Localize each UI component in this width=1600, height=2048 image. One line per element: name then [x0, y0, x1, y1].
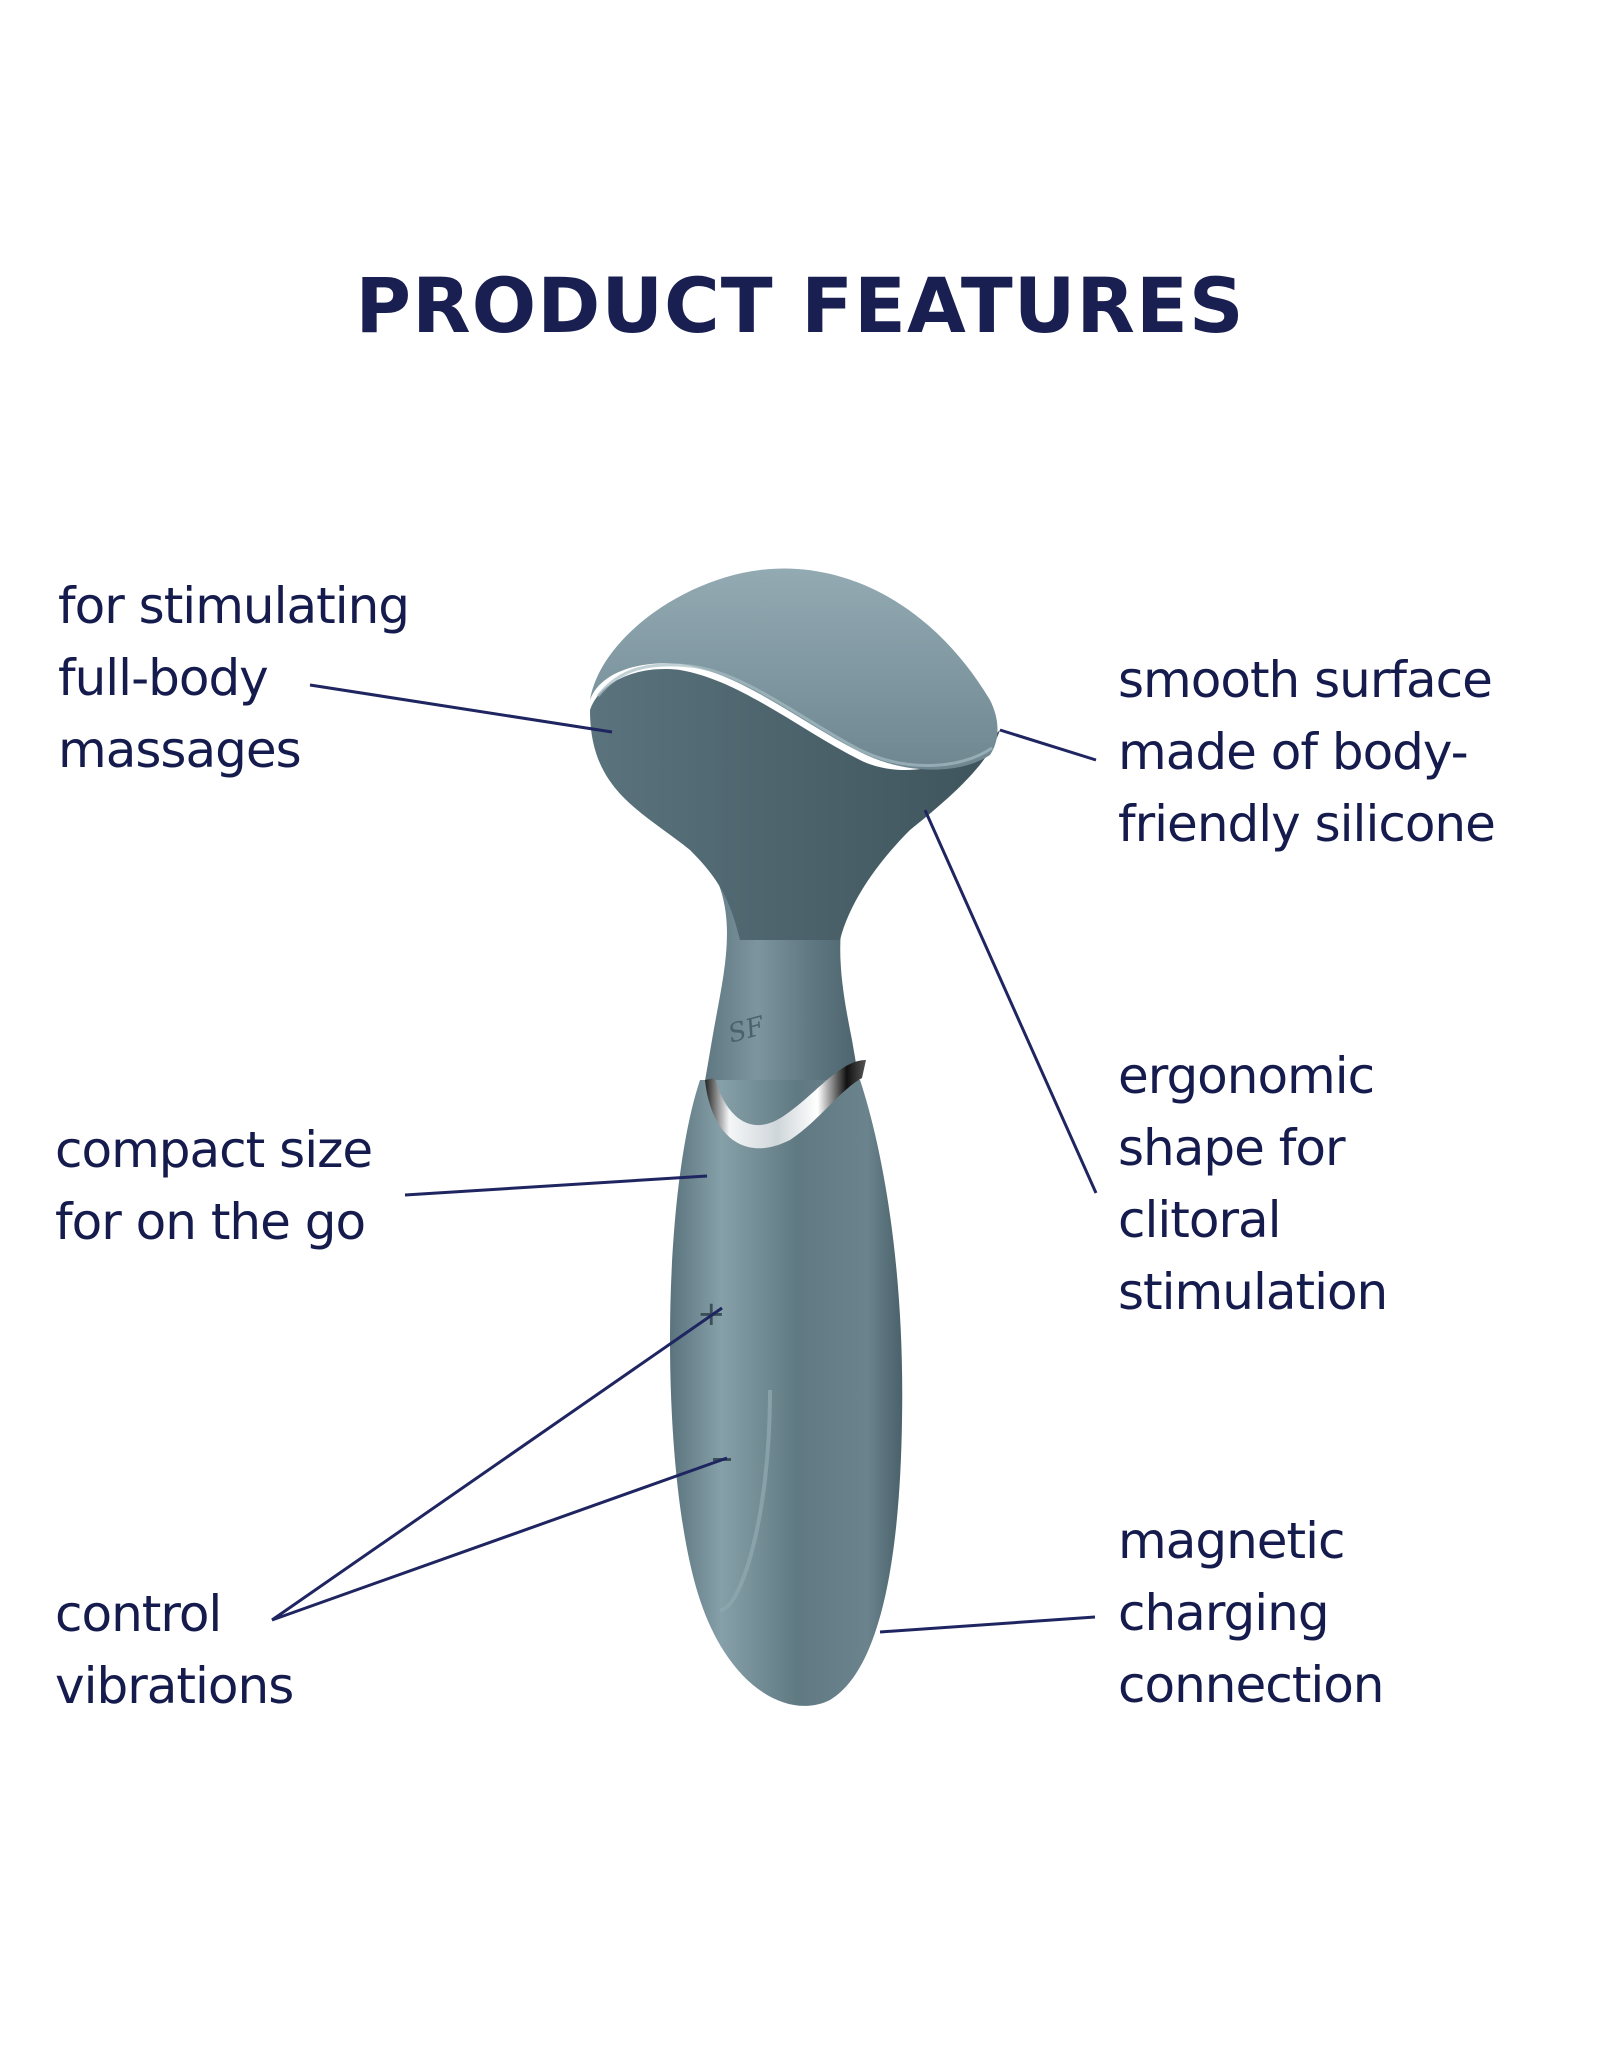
leader-line-full-body: [309, 683, 613, 734]
feature-full-body: for stimulating full-body massages: [58, 577, 410, 779]
leader-line-compact: [404, 1174, 708, 1197]
leader-line-control-plus: [271, 1306, 723, 1622]
leader-line-charging: [879, 1615, 1096, 1634]
leader-line-surface: [999, 728, 1097, 762]
leader-line-control-minus: [271, 1456, 728, 1622]
feature-ergonomic: ergonomic shape for clitoral stimulation: [1118, 1047, 1388, 1321]
feature-compact: compact size for on the go: [55, 1121, 373, 1251]
product-head-top: [590, 568, 998, 770]
product-chrome-band: [705, 1060, 866, 1149]
feature-charging: magnetic charging connection: [1118, 1512, 1384, 1714]
leader-line-ergonomic: [923, 809, 1098, 1194]
page-title: PRODUCT FEATURES: [355, 261, 1245, 350]
product-head-front: [590, 669, 1000, 940]
feature-control: control vibrations: [55, 1585, 294, 1715]
leader-lines: [271, 683, 1098, 1634]
product-handle: [670, 1080, 903, 1706]
feature-surface: smooth surface made of body- friendly si…: [1118, 651, 1496, 853]
